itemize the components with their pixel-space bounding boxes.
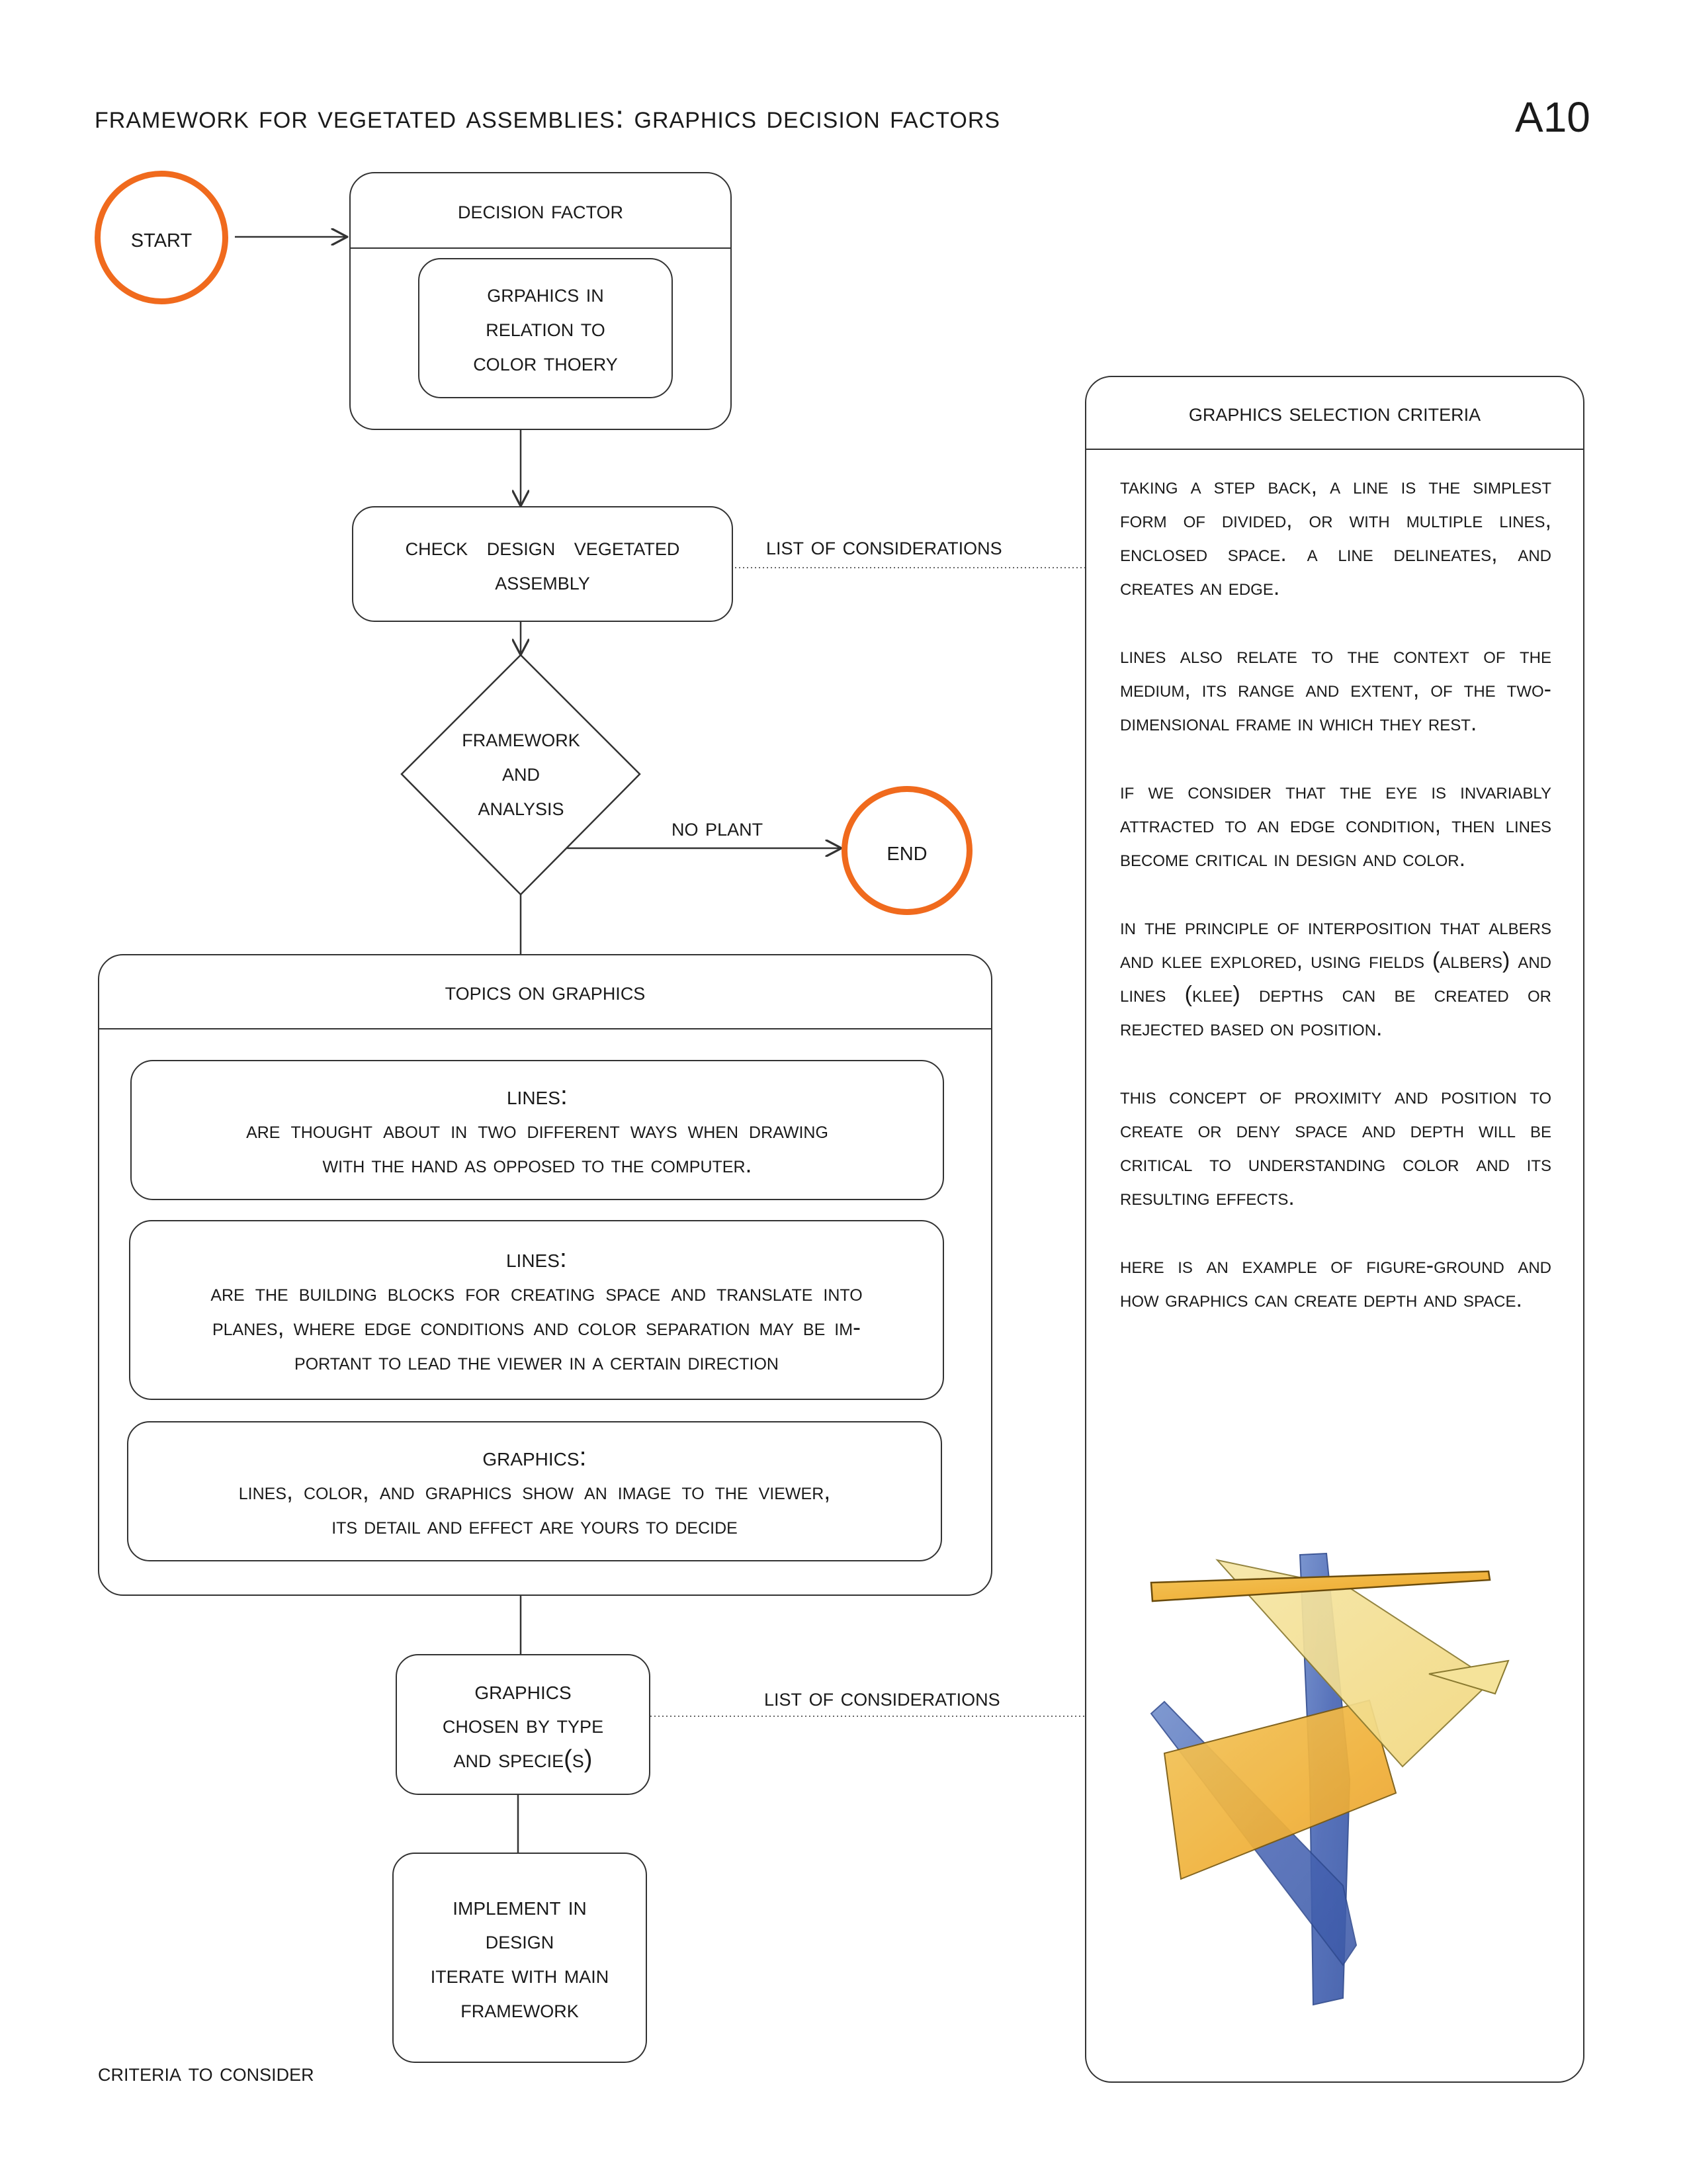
decision-factor-box: Decision Factor Grpahics in Relation to …: [349, 172, 732, 430]
figure-ground-illustration: [1150, 1552, 1510, 2006]
implement-line: framework: [460, 1995, 579, 2023]
decision-factor-header: Decision Factor: [351, 173, 730, 249]
implement-line: iterate with main: [430, 1961, 609, 1989]
decision-diamond: [400, 654, 641, 896]
topics-header: Topics on Graphics: [99, 955, 991, 1029]
criteria-paragraph: Taking a step back, a line is the simple…: [1120, 474, 1551, 600]
decision-inner-line: Color thoery: [473, 349, 618, 376]
topic-heading: Lines:: [505, 1244, 568, 1273]
criteria-paragraph: Lines also relate to the context of the …: [1120, 643, 1551, 736]
diamond-text: Framework and Analysis: [423, 720, 619, 826]
decision-factor-inner: Grpahics in Relation to Color thoery: [418, 258, 673, 398]
criteria-paragraph: Here is an example of figure-ground and …: [1120, 1253, 1551, 1312]
topic-heading: Lines:: [506, 1081, 568, 1110]
implement-box: Implement in design iterate with main fr…: [392, 1853, 647, 2063]
implement-line: Implement in: [453, 1892, 587, 1921]
list-of-considerations-label-2: List of Considerations: [764, 1684, 1000, 1712]
topic-line: portant to lead the viewer in a certain …: [294, 1348, 779, 1375]
decision-inner-line: Grpahics in: [487, 280, 604, 308]
page-title: framework for vegetated assemblies: grap…: [95, 100, 1001, 135]
end-label: End: [887, 834, 928, 866]
start-label: Start: [130, 222, 193, 253]
topic-item: Lines: Are thought about in two differen…: [130, 1060, 944, 1200]
diamond-line: and: [501, 759, 540, 787]
criteria-paragraph: This concept of proximity and position t…: [1120, 1084, 1551, 1210]
graphics-chosen-line: Graphics: [474, 1675, 572, 1705]
graphics-chosen-line: and specie(s): [453, 1745, 593, 1773]
pale-small-strip: [1428, 1659, 1510, 1695]
topic-line: are the building blocks for creating spa…: [210, 1279, 863, 1306]
yellow-top-bar: [1150, 1570, 1491, 1602]
criteria-text: Taking a step back, a line is the simple…: [1120, 470, 1551, 1351]
topics-box: Topics on Graphics Lines: Are thought ab…: [98, 954, 992, 1596]
decision-inner-line: Relation to: [486, 314, 605, 342]
topic-line: its detail and effect are yours to decid…: [331, 1512, 738, 1539]
topic-item: Lines: are the building blocks for creat…: [129, 1220, 944, 1400]
topic-line: planes, where edge conditions and color …: [212, 1313, 861, 1340]
diamond-line: Analysis: [478, 793, 564, 821]
check-design-line: Check Design Vegetated: [405, 533, 680, 561]
check-design-line: Assembly: [495, 567, 590, 595]
footer-label: Criteria to Consider: [98, 2059, 314, 2087]
topic-line: lines, color, and graphics show an image…: [238, 1477, 831, 1505]
end-node: End: [842, 786, 973, 915]
topic-item: Graphics: lines, color, and graphics sho…: [127, 1421, 942, 1561]
implement-line: design: [485, 1927, 554, 1954]
yellow-lower-triangle: [1163, 1699, 1397, 1880]
criteria-paragraph: If we consider that the eye is invariabl…: [1120, 779, 1551, 871]
topic-line: Are thought about in two different ways …: [246, 1116, 828, 1143]
criteria-paragraph: In the principle of interposition that A…: [1120, 914, 1551, 1041]
diamond-line: Framework: [462, 724, 580, 752]
topic-line: with the hand as opposed to the computer…: [322, 1151, 752, 1178]
criteria-header: Graphics Selection Criteria: [1086, 377, 1583, 450]
no-plant-label: No Plant: [671, 814, 763, 842]
page-number: A10: [1515, 93, 1590, 141]
topic-heading: Graphics:: [482, 1442, 587, 1471]
graphics-chosen-box: Graphics chosen by type and specie(s): [396, 1654, 650, 1795]
list-of-considerations-label: List of Considerations: [766, 533, 1002, 560]
start-node: Start: [95, 171, 228, 304]
graphics-chosen-line: chosen by type: [442, 1710, 604, 1739]
check-design-box: Check Design Vegetated Assembly: [352, 506, 733, 622]
